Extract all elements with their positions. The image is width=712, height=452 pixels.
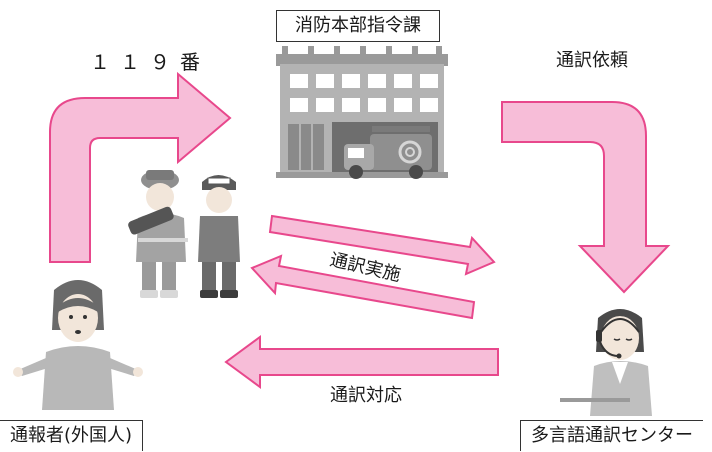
arrow-interpretation-to-center	[268, 214, 496, 276]
arrow-119-call	[49, 71, 232, 263]
firefighters-icon	[128, 170, 240, 298]
call-119-label: １１９番	[90, 50, 210, 74]
multilingual-center-label: 多言語通訳センター	[520, 420, 703, 451]
foreign-caller-icon	[13, 280, 143, 410]
interpretation-response-label: 通訳対応	[330, 385, 402, 406]
arrow-interpretation-response	[224, 335, 499, 389]
arrow-interpretation-request	[501, 101, 671, 294]
headset-operator-icon	[560, 309, 652, 416]
arrow-interpretation-to-firefighters	[250, 254, 476, 320]
interpretation-request-label: 通訳依頼	[556, 50, 628, 71]
fire-truck-icon	[344, 126, 432, 179]
caller-label: 通報者(外国人)	[0, 420, 144, 451]
dispatch-center-label: 消防本部指令課	[276, 10, 440, 42]
